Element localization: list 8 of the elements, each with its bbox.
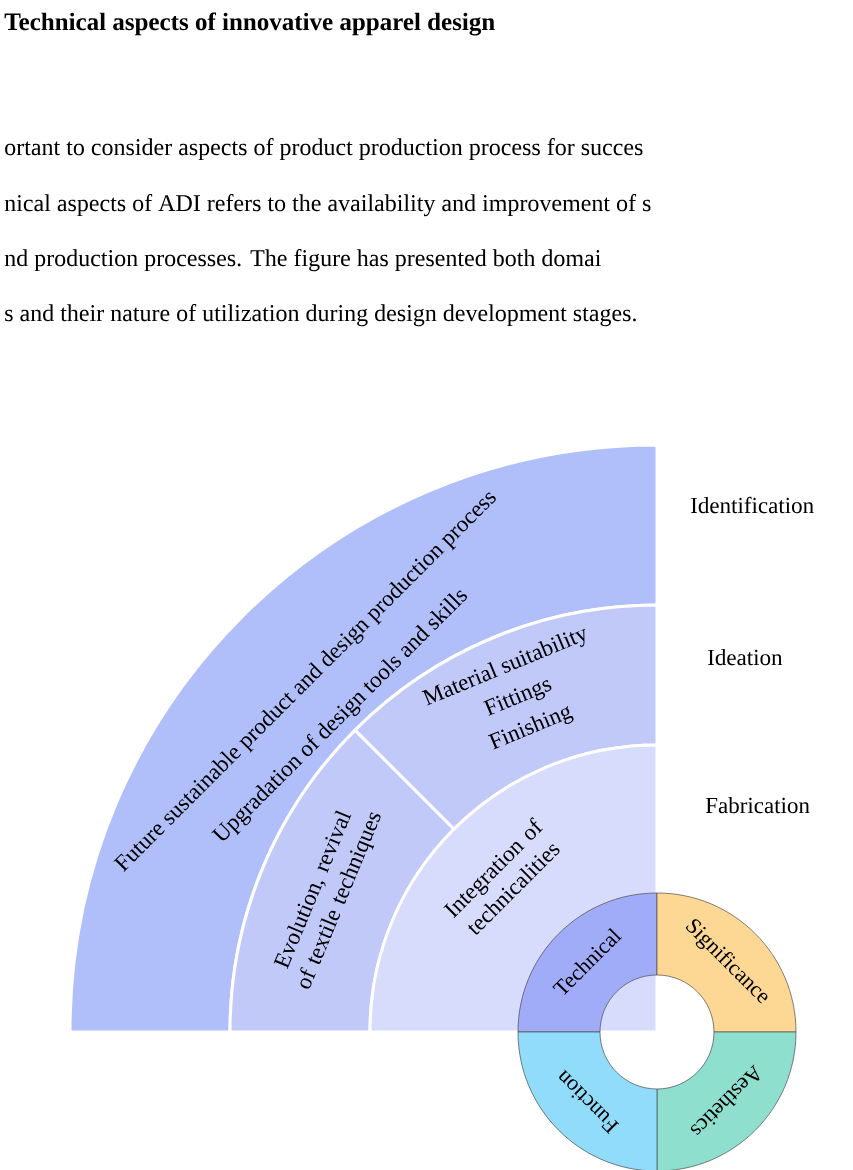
stage-label: Ideation	[708, 649, 783, 666]
paragraph-line: nical aspects of ADI refers to the availability and improvement of s	[4, 194, 651, 217]
heading: Technical aspects of innovative apparel design	[4, 12, 495, 36]
paragraph-line: s and their nature of utilization during design development stages.	[5, 304, 636, 327]
stage-label: Fabrication	[705, 797, 810, 814]
paragraph-line: ortant to consider aspects of product production process for succes	[5, 138, 643, 161]
paragraph-line: nd production processes. The figure has presented both domai	[4, 249, 601, 272]
stage-label: Identification	[691, 496, 814, 514]
